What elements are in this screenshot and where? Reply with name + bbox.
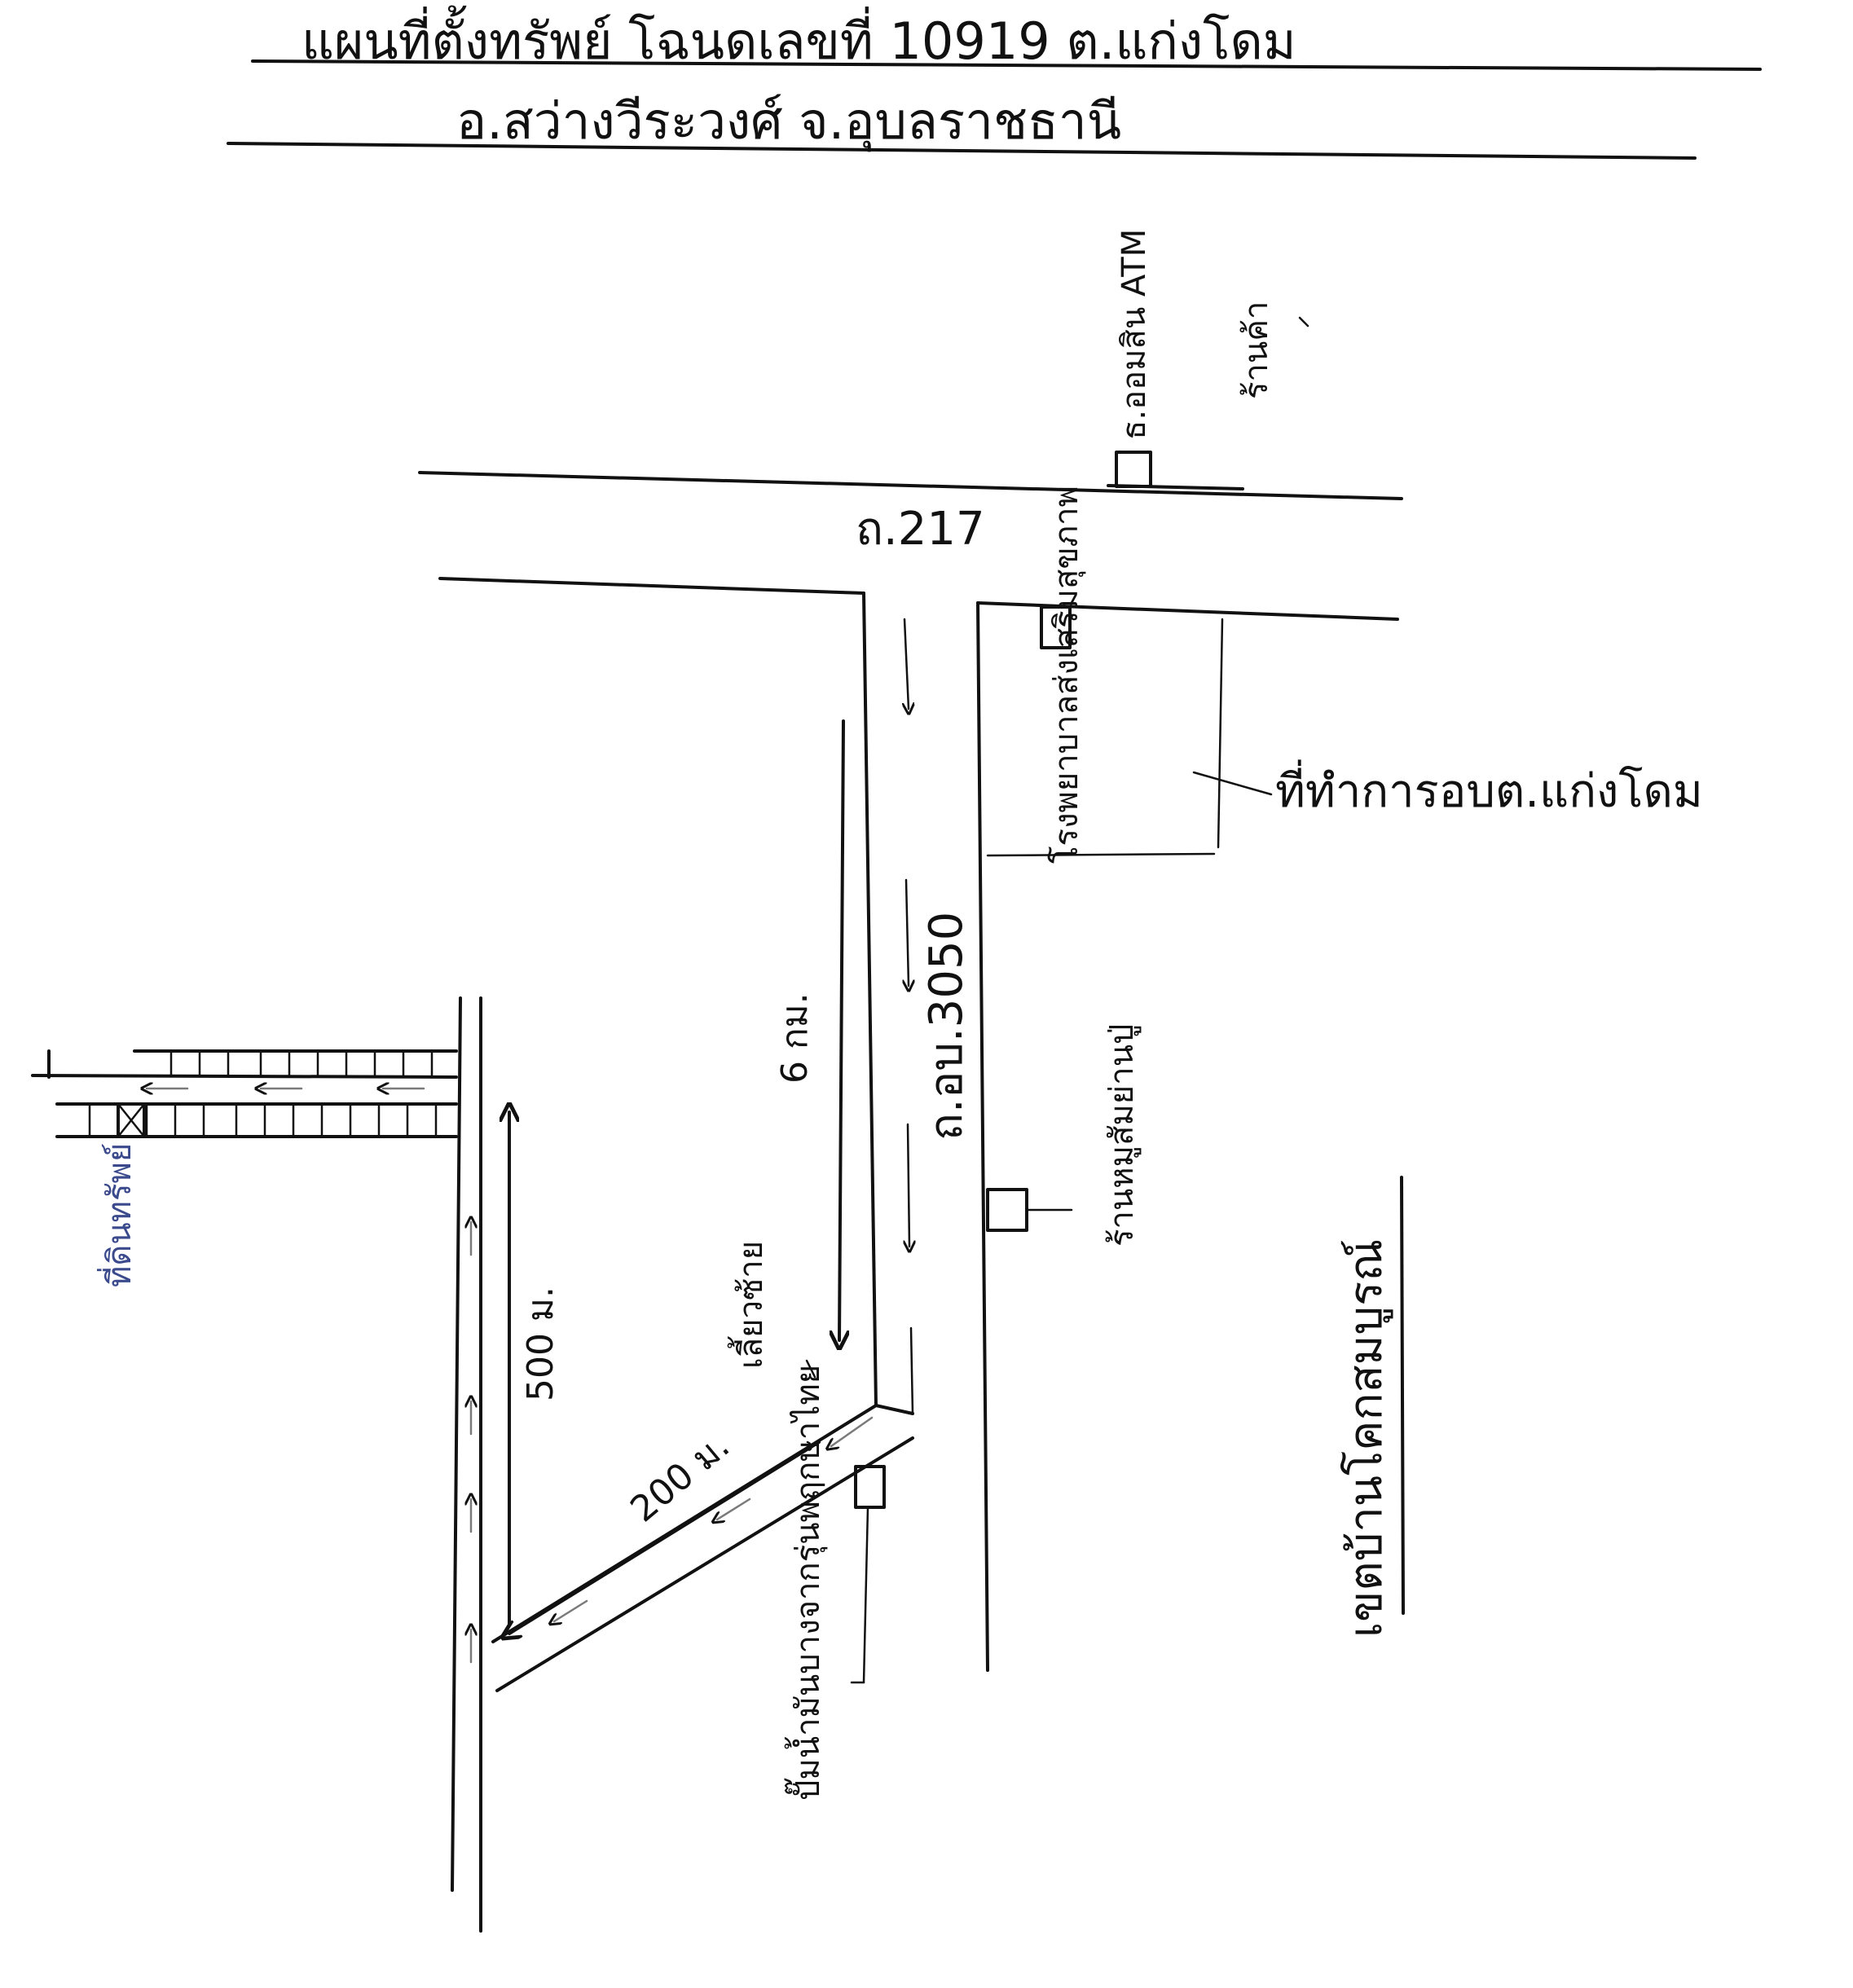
side-road-east-edge	[976, 601, 989, 1672]
main-road-south-edge-west	[438, 577, 865, 595]
title-underline-2	[227, 142, 1697, 160]
atm-tick	[1298, 316, 1309, 328]
gas-station-leader	[862, 1506, 869, 1684]
atm-marker-box	[1115, 451, 1152, 488]
gas-station-label: ปั๊มน้ำมันบางจากรุ่นพฤกษาไทย	[784, 1365, 828, 1801]
turn-left-label: เลี้ยวซ้าย	[727, 1241, 770, 1369]
distance-6km: 6 กม.	[774, 992, 816, 1084]
lane-ticks-south	[88, 1104, 438, 1137]
lane-ticks-north	[169, 1051, 434, 1077]
property-lane: ที่ดินทรัพย์	[31, 1049, 458, 1287]
title-line-2: อ.สว่างวีระวงศ์ จ.อุบลราชธานี	[456, 91, 1121, 152]
hospital-marker-box	[1040, 605, 1072, 649]
distance-200m: 200 ม.	[623, 1425, 737, 1531]
zone-boundary	[1400, 1176, 1405, 1615]
main-road-north-edge	[418, 471, 1403, 500]
hospital-landmark: โรงพยาบาลส่งเสริมสุขภาพ ที่ทำการอบต.แก่ง…	[986, 486, 1703, 864]
side-road-label: ถ.อบ.3050	[920, 912, 973, 1141]
side-road-arrow-1	[904, 618, 909, 709]
shop-marker-box	[986, 1188, 1028, 1232]
connector-arrow-3	[554, 1599, 588, 1621]
west-road-west-edge	[451, 996, 462, 1892]
gas-station-marker-box	[854, 1465, 886, 1509]
shop-label: ร้านหมูสัมย่านปู่	[1103, 1024, 1141, 1247]
zone-label: เขตบ้านโคกสมบูรณ์	[1340, 1239, 1393, 1638]
turn-left-tick	[805, 1359, 816, 1379]
side-road-arrow-2	[906, 878, 909, 986]
property-plot-marker	[117, 1102, 146, 1138]
connector-arrow-1	[831, 1416, 874, 1446]
side-road-lane-mark	[909, 1326, 914, 1415]
atm-marker-base	[1107, 484, 1244, 490]
zone-landmark: เขตบ้านโคกสมบูรณ์	[1340, 1176, 1405, 1638]
tambon-office-leader	[1192, 771, 1273, 796]
main-road: ถ.217	[418, 471, 1403, 621]
west-road: 500 ม.	[451, 996, 561, 1933]
hospital-label: โรงพยาบาลส่งเสริมสุขภาพ	[1048, 486, 1086, 864]
shop-landmark: ร้านหมูสัมย่านปู่	[986, 1024, 1141, 1247]
route-arrow-6km	[839, 719, 843, 1340]
distance-500m: 500 ม.	[520, 1286, 561, 1401]
main-road-label: ถ.217	[856, 503, 985, 556]
connector-junction-cap	[874, 1404, 914, 1415]
route-arrow-200m	[509, 1440, 821, 1634]
title-line-1: แผนที่ตั้งทรัพย์ โฉนดเลขที่ 10919 ต.แก่ง…	[301, 5, 1296, 71]
atm-landmark: ธ.ออมสิน ATM ร้านค้า	[1107, 229, 1309, 490]
atm-label: ธ.ออมสิน ATM	[1116, 229, 1153, 440]
side-road: ถ.อบ.3050 6 กม.	[774, 592, 989, 1672]
title-underline-1	[251, 59, 1762, 71]
gas-station-landmark: ปั๊มน้ำมันบางจากรุ่นพฤกษาไทย	[784, 1365, 886, 1801]
lane-mid-edge	[31, 1074, 458, 1079]
side-road-arrow-3	[908, 1123, 909, 1247]
connector-arrow-2	[717, 1498, 751, 1520]
side-road-west-edge	[862, 592, 878, 1407]
atm-sub-label: ร้านค้า	[1238, 301, 1275, 399]
hospital-boundary-south	[986, 852, 1216, 857]
hospital-boundary-east	[1217, 618, 1224, 849]
tambon-office-label: ที่ทำการอบต.แก่งโดม	[1275, 759, 1703, 818]
connector-south-edge	[495, 1436, 914, 1692]
map-title: แผนที่ตั้งทรัพย์ โฉนดเลขที่ 10919 ต.แก่ง…	[227, 5, 1762, 160]
property-label: ที่ดินทรัพย์	[97, 1143, 139, 1287]
